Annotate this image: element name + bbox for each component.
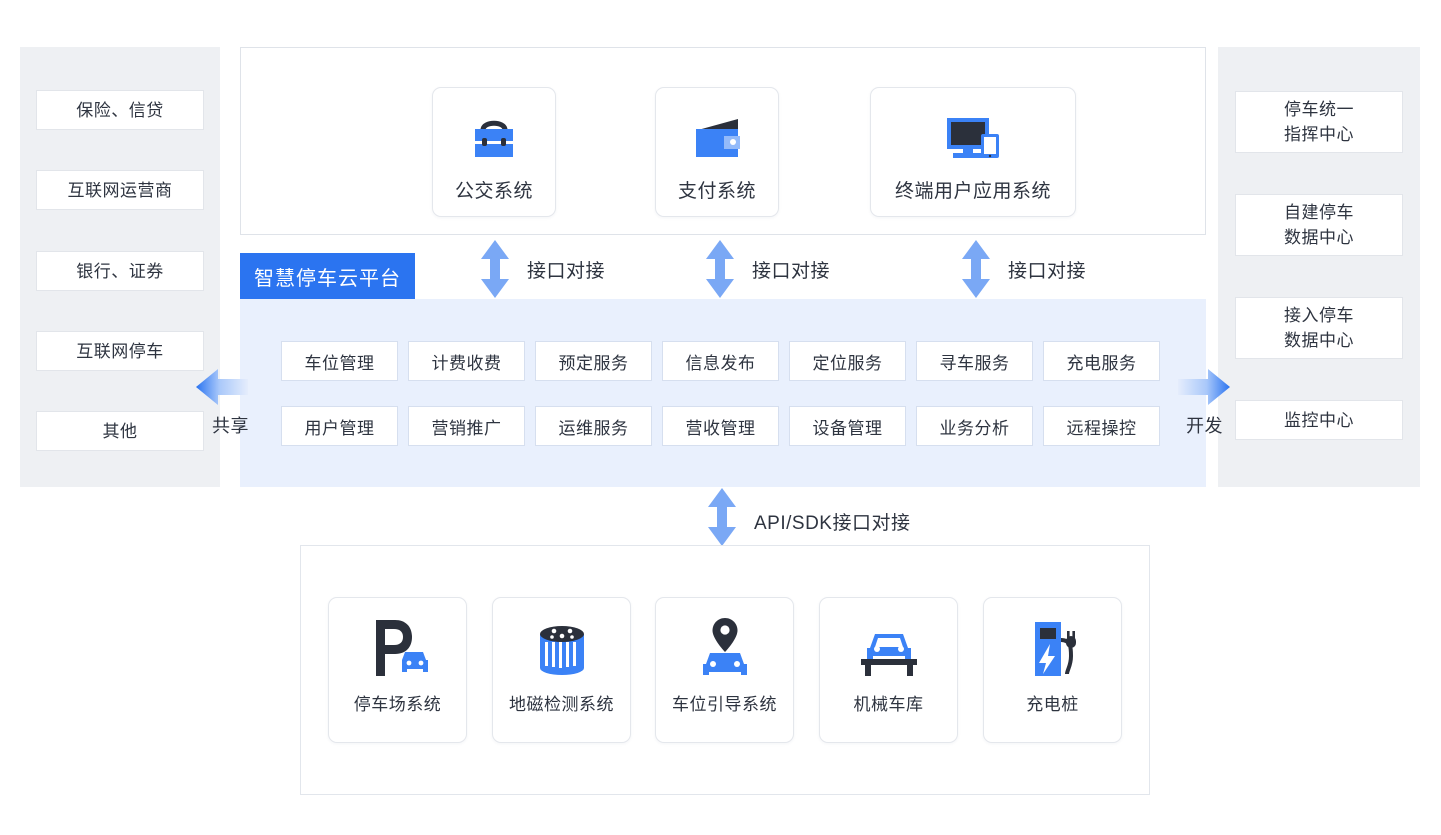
- charging-pile-icon: [1017, 616, 1089, 680]
- platform-chip[interactable]: 设备管理: [789, 406, 906, 446]
- right-item-0-line1: 停车统一: [1284, 100, 1354, 119]
- platform-chip-label: 设备管理: [812, 418, 883, 438]
- device-card-geomagnetic-system-label: 地磁检测系统: [509, 695, 614, 714]
- right-item-3-label: 监控中心: [1284, 410, 1354, 430]
- platform-chip[interactable]: 业务分析: [916, 406, 1033, 446]
- app-card-payment-system-label: 支付系统: [677, 181, 756, 202]
- right-item-1-line1: 自建停车: [1284, 203, 1354, 222]
- platform-chip[interactable]: 充电服务: [1043, 341, 1160, 381]
- left-item-1-label: 互联网运营商: [67, 180, 173, 200]
- platform-chip[interactable]: 用户管理: [281, 406, 398, 446]
- app-card-payment-system[interactable]: 支付系统: [655, 87, 779, 217]
- external-systems-panel: 公交系统 支付系统: [240, 47, 1206, 235]
- platform-chip[interactable]: 计费收费: [408, 341, 525, 381]
- right-item-3[interactable]: 监控中心: [1235, 400, 1403, 440]
- platform-chip[interactable]: 定位服务: [789, 341, 906, 381]
- platform-chip-label: 车位管理: [304, 353, 375, 373]
- interface-arrow-1: [480, 240, 510, 303]
- device-card-charging-pile[interactable]: 充电桩: [983, 597, 1122, 743]
- platform-chip[interactable]: 信息发布: [662, 341, 779, 381]
- app-card-end-user-system-label: 终端用户应用系统: [894, 181, 1051, 202]
- device-card-charging-pile-label: 充电桩: [1026, 695, 1079, 714]
- platform-chip[interactable]: 远程操控: [1043, 406, 1160, 446]
- platform-service-row-1: 车位管理 计费收费 预定服务 信息发布 定位服务 寻车服务 充电服务: [281, 341, 1160, 381]
- interface-arrow-2-label: 接口对接: [752, 261, 831, 282]
- right-item-1-line2: 数据中心: [1284, 228, 1354, 247]
- platform-chip[interactable]: 预定服务: [535, 341, 652, 381]
- platform-chip-label: 用户管理: [304, 418, 375, 438]
- briefcase-icon: [466, 110, 522, 166]
- app-card-end-user-system[interactable]: 终端用户应用系统: [870, 87, 1076, 217]
- app-card-bus-system-label: 公交系统: [454, 181, 533, 202]
- platform-chip-label: 定位服务: [812, 353, 883, 373]
- left-item-0-label: 保险、信贷: [76, 100, 164, 120]
- right-center-column: 停车统一 指挥中心 自建停车 数据中心 接入停车 数据中心 监控中心: [1218, 47, 1420, 487]
- left-item-0[interactable]: 保险、信贷: [36, 90, 204, 130]
- platform-chip-label: 远程操控: [1066, 418, 1137, 438]
- platform-chip[interactable]: 运维服务: [535, 406, 652, 446]
- platform-chip-label: 充电服务: [1066, 353, 1137, 373]
- right-item-1[interactable]: 自建停车 数据中心: [1235, 194, 1403, 256]
- device-card-parking-lot-system[interactable]: 停车场系统: [328, 597, 467, 743]
- left-stakeholder-column: 保险、信贷 互联网运营商 银行、证券 互联网停车 其他: [20, 47, 220, 487]
- platform-chip[interactable]: 车位管理: [281, 341, 398, 381]
- share-label: 共享: [212, 416, 249, 436]
- api-sdk-arrow: [707, 488, 737, 551]
- right-item-0[interactable]: 停车统一 指挥中心: [1235, 91, 1403, 153]
- left-item-4[interactable]: 其他: [36, 411, 204, 451]
- platform-chip[interactable]: 营销推广: [408, 406, 525, 446]
- left-item-4-label: 其他: [102, 421, 138, 441]
- wallet-icon: [688, 110, 746, 166]
- geomagnetic-sensor-icon: [526, 616, 598, 680]
- monitor-phone-icon: [941, 110, 1005, 166]
- interface-arrow-3: [961, 240, 991, 303]
- right-item-2-line2: 数据中心: [1284, 331, 1354, 350]
- left-item-1[interactable]: 互联网运营商: [36, 170, 204, 210]
- platform-chip-label: 营收管理: [685, 418, 756, 438]
- platform-chip-label: 计费收费: [431, 353, 502, 373]
- interface-arrow-1-label: 接口对接: [527, 261, 606, 282]
- device-layer-panel: 停车场系统: [300, 545, 1150, 795]
- device-card-space-guidance-system-label: 车位引导系统: [672, 695, 777, 714]
- device-card-space-guidance-system[interactable]: 车位引导系统: [655, 597, 794, 743]
- develop-label: 开发: [1186, 416, 1223, 436]
- platform-chip-label: 预定服务: [558, 353, 629, 373]
- platform-chip-label: 营销推广: [431, 418, 502, 438]
- right-item-2[interactable]: 接入停车 数据中心: [1235, 297, 1403, 359]
- platform-chip-label: 业务分析: [939, 418, 1010, 438]
- left-item-2-label: 银行、证券: [76, 261, 164, 281]
- device-card-mechanical-garage[interactable]: 机械车库: [819, 597, 958, 743]
- right-item-2-line1: 接入停车: [1284, 306, 1354, 325]
- left-item-2[interactable]: 银行、证券: [36, 251, 204, 291]
- parking-p-car-icon: [362, 616, 434, 680]
- platform-title-badge: 智慧停车云平台: [240, 253, 415, 299]
- left-item-3[interactable]: 互联网停车: [36, 331, 204, 371]
- platform-chip-label: 寻车服务: [939, 353, 1010, 373]
- app-card-bus-system[interactable]: 公交系统: [432, 87, 556, 217]
- device-card-mechanical-garage-label: 机械车库: [853, 695, 924, 714]
- interface-arrow-2: [705, 240, 735, 303]
- platform-chip[interactable]: 营收管理: [662, 406, 779, 446]
- device-card-geomagnetic-system[interactable]: 地磁检测系统: [492, 597, 631, 743]
- smart-parking-cloud-platform: 车位管理 计费收费 预定服务 信息发布 定位服务 寻车服务 充电服务 用户管理 …: [240, 299, 1206, 487]
- left-item-3-label: 互联网停车: [76, 341, 164, 361]
- share-arrow-left-icon: [196, 368, 248, 411]
- platform-chip[interactable]: 寻车服务: [916, 341, 1033, 381]
- platform-service-row-2: 用户管理 营销推广 运维服务 营收管理 设备管理 业务分析 远程操控: [281, 406, 1160, 446]
- platform-chip-label: 运维服务: [558, 418, 629, 438]
- develop-arrow-right-icon: [1178, 368, 1230, 411]
- platform-title-text: 智慧停车云平台: [254, 267, 401, 290]
- car-on-platform-icon: [853, 616, 925, 680]
- right-item-0-line2: 指挥中心: [1284, 125, 1354, 144]
- interface-arrow-3-label: 接口对接: [1008, 261, 1087, 282]
- pin-car-icon: [689, 616, 761, 680]
- platform-chip-label: 信息发布: [685, 353, 756, 373]
- device-card-parking-lot-system-label: 停车场系统: [353, 695, 442, 714]
- api-sdk-label: API/SDK接口对接: [754, 513, 911, 534]
